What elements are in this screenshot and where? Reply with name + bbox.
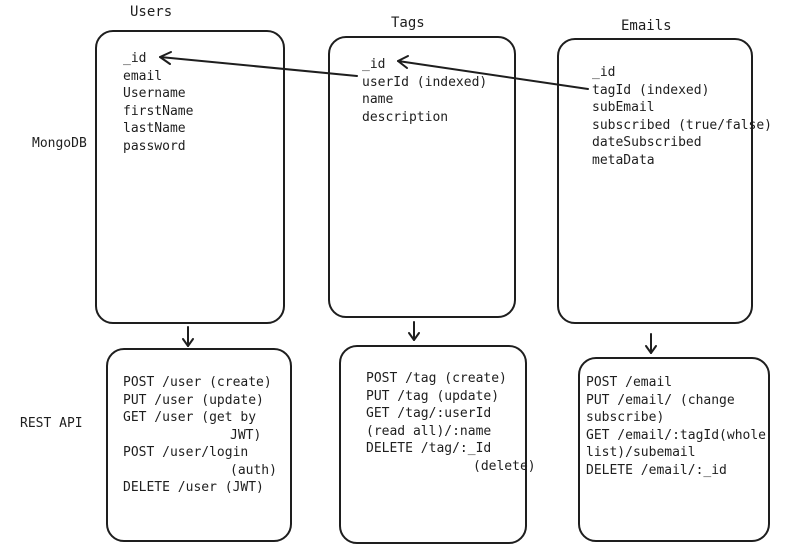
- emails-api-list: POST /email PUT /email/ (change subscrib…: [586, 374, 766, 479]
- tags-api-put: PUT /tag (update): [366, 388, 500, 404]
- emails-api-get: GET /email/:tagId(whole: [586, 427, 767, 443]
- users-field-id: _id: [123, 51, 147, 66]
- users-title: Users: [130, 4, 173, 20]
- emails-field-metadata: metaData: [592, 152, 655, 168]
- tags-api-delete: DELETE /tag/:_Id: [366, 441, 492, 456]
- emails-api-put: PUT /email/ (change: [586, 392, 735, 408]
- tags-schema-box: [328, 36, 516, 318]
- tags-api-get: GET /tag/:userId: [366, 406, 492, 421]
- arrow-tags-userid-to-users-id: [159, 56, 358, 77]
- tags-field-description: description: [362, 109, 449, 125]
- emails-field-datesubscribed: dateSubscribed: [592, 135, 702, 150]
- emails-api-get-cont: list)/subemail: [586, 445, 696, 460]
- users-api-post: POST /user (create): [123, 375, 272, 390]
- emails-api-post: POST /email: [586, 375, 673, 390]
- tags-field-id: _id: [362, 57, 386, 72]
- users-field-firstname: firstName: [123, 103, 194, 119]
- emails-field-subemail: subEmail: [592, 100, 655, 115]
- arrow-head-tags-api: [408, 332, 420, 341]
- arrow-head-users-api: [182, 338, 194, 347]
- tags-title: Tags: [391, 15, 425, 31]
- tags-field-name: name: [362, 92, 394, 107]
- users-api-get-cont: JWT): [230, 427, 262, 443]
- users-field-lastname: lastName: [123, 121, 186, 136]
- users-field-username: Username: [123, 86, 186, 101]
- emails-field-tagid: tagId (indexed): [592, 82, 710, 98]
- arrow-head-tags-id: [397, 55, 409, 69]
- users-api-list: POST /user (create) PUT /user (update) G…: [123, 374, 277, 497]
- rest-api-label: REST API: [20, 416, 83, 431]
- users-api-put: PUT /user (update): [123, 392, 264, 408]
- users-field-email: email: [123, 68, 163, 84]
- emails-schema-box: [557, 38, 753, 324]
- emails-api-box: [578, 357, 770, 542]
- tags-api-list: POST /tag (create) PUT /tag (update) GET…: [366, 370, 536, 475]
- arrow-head-emails-api: [645, 345, 657, 354]
- emails-field-list: _id tagId (indexed) subEmail subscribed …: [592, 64, 772, 169]
- tags-field-list: _id userId (indexed) name description: [362, 56, 487, 126]
- emails-field-id: _id: [592, 65, 616, 80]
- users-api-login: POST /user/login: [123, 445, 249, 460]
- users-api-box: [106, 348, 292, 542]
- emails-title: Emails: [621, 18, 672, 34]
- emails-field-subscribed: subscribed (true/false): [592, 117, 773, 133]
- users-schema-box: [95, 30, 285, 324]
- emails-api-delete: DELETE /email/:_id: [586, 462, 727, 478]
- users-api-delete: DELETE /user (JWT): [123, 480, 264, 495]
- tags-api-delete-cont: (delete): [473, 458, 536, 474]
- arrow-emails-tagid-to-tags-id: [397, 60, 589, 90]
- users-field-password: password: [123, 138, 186, 154]
- users-api-get: GET /user (get by: [123, 410, 257, 425]
- tags-field-userid: userId (indexed): [362, 74, 488, 90]
- tags-api-post: POST /tag (create): [366, 371, 507, 386]
- arrow-head-users-id: [159, 51, 172, 65]
- mongodb-label: MongoDB: [32, 136, 87, 151]
- emails-api-put-cont: subscribe): [586, 410, 665, 425]
- tags-api-get-cont: (read all)/:name: [366, 423, 492, 439]
- users-api-login-cont: (auth): [230, 462, 277, 478]
- tags-api-box: [339, 345, 527, 544]
- users-field-list: _id email Username firstName lastName pa…: [123, 50, 193, 155]
